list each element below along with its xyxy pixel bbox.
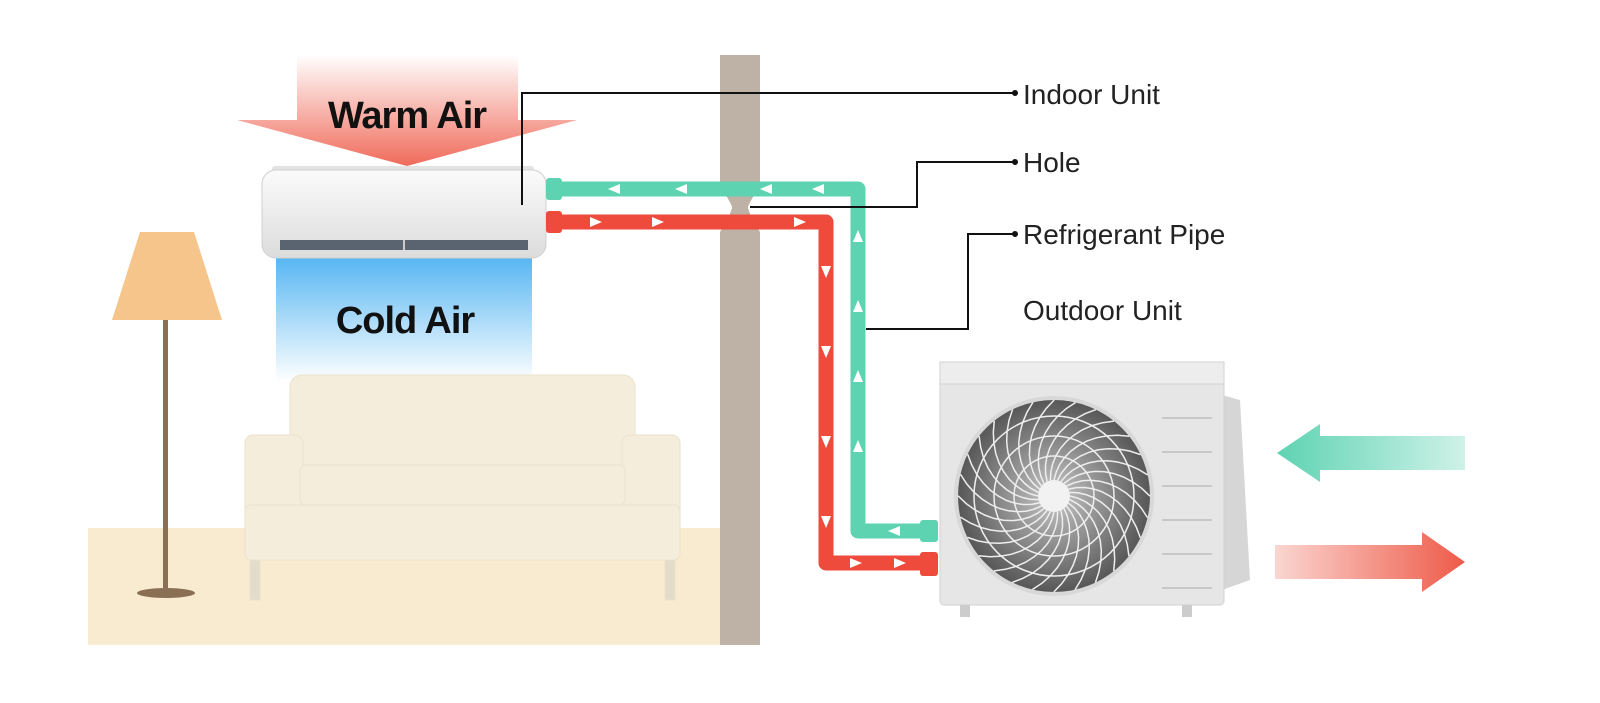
fan-grille-wire [978,435,1039,501]
fan-grille-wire [1056,447,1141,481]
fan-grille-wire [1037,401,1077,484]
fan-grille-ring [993,435,1115,557]
floor-lamp [112,232,222,598]
warm-air-label: Warm Air [328,95,487,137]
fan-grille-wire [967,511,1052,545]
hole-label: Hole [1023,147,1081,178]
fan-grille-wire [1067,502,1090,590]
fan-grille-wire [978,511,1055,558]
fan-grille-wire [1053,505,1080,593]
fan-grille-wire [1063,470,1151,497]
indoor-unit [261,166,547,259]
sofa [244,374,681,601]
intake-air-arrow [1277,424,1465,482]
wall [720,55,760,645]
refrigerant-pipe-cool [546,178,938,542]
fan-grille-wire [1066,479,1149,519]
fan-grille-wire [1044,408,1097,482]
fan-grille-wire [1069,498,1103,583]
hole-leader-line [750,161,1015,208]
indoor-unit-leader-line [521,92,1015,205]
fan-grille-wire [992,420,1039,497]
fan-grille-wire [960,509,1048,532]
refrigerant-pipe-warm [546,211,938,576]
outdoor-unit [939,361,1250,617]
fan-grille-wire [1011,510,1064,584]
fan-grille-wire [1069,491,1130,557]
warm-air-arrow [237,55,577,166]
outdoor-unit-label: Outdoor Unit [1023,295,1182,326]
fan-grille-wire [1005,409,1039,494]
fan-grille-ring [1013,455,1095,537]
fan-grille-wire [1053,434,1130,481]
exhaust-air-arrow [1275,532,1465,592]
fan-grille-wire [1049,420,1115,481]
fan-grille-ring [973,415,1135,577]
fan-grille-wire [957,495,1045,522]
fan-grille-wire [1018,402,1041,490]
cold-air-label: Cold Air [336,300,476,342]
fan-grille-wire [1068,486,1142,539]
fan-grille-wire [959,473,1042,513]
fan-grille-wire [1028,399,1055,487]
fan-grille-wire [966,453,1040,506]
fan-grille-wire [1060,460,1148,483]
fan-grille-wire [1031,508,1071,591]
refrigerant-pipe-label: Refrigerant Pipe [1023,219,1225,250]
pipe-leader-line [866,233,1015,330]
fan-grille-wire [993,511,1059,572]
fan-grille-wire [1069,495,1116,572]
cold-air-stream [276,252,532,382]
indoor-unit-label: Indoor Unit [1023,79,1160,110]
